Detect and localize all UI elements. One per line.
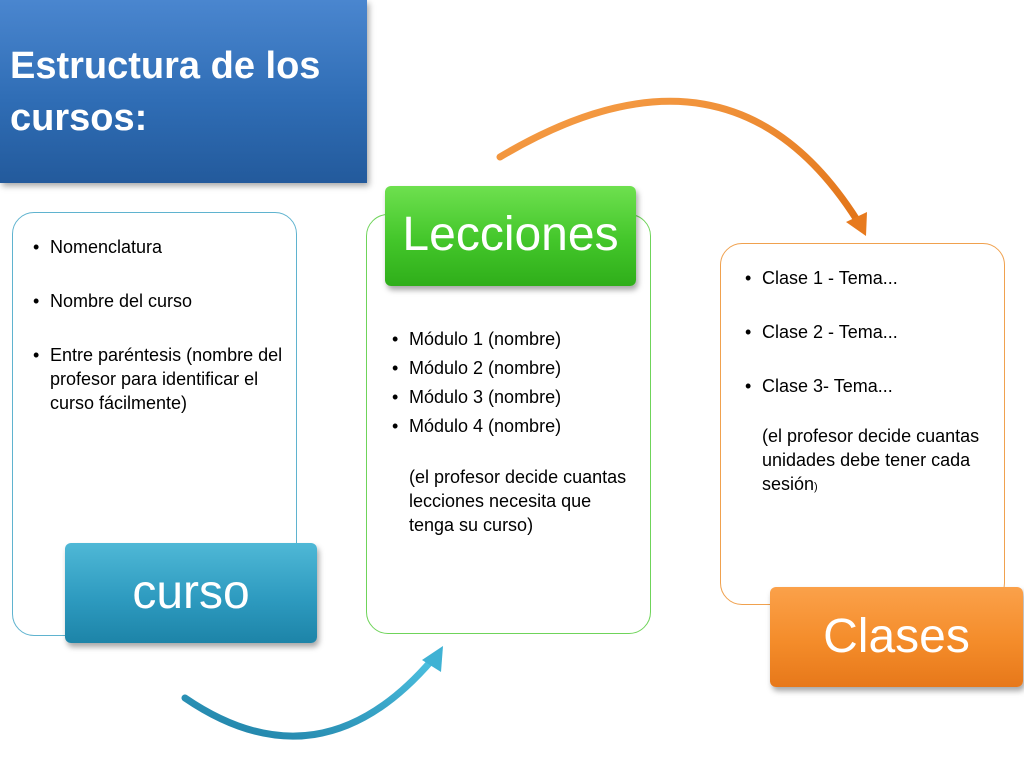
lecciones-item-4: Módulo 4 (nombre) (392, 414, 642, 438)
clases-note: (el profesor decide cuantas unidades deb… (762, 424, 990, 499)
lecciones-item-2: Módulo 2 (nombre) (392, 356, 642, 380)
curso-list: Nomenclatura Nombre del curso Entre paré… (33, 235, 283, 415)
lecciones-item-1: Módulo 1 (nombre) (392, 327, 642, 351)
curso-item-1: Nomenclatura (33, 235, 283, 259)
clases-panel: Clase 1 - Tema... Clase 2 - Tema... Clas… (720, 243, 1005, 605)
arrow-curso-to-lecciones (181, 646, 443, 740)
curso-item-3: Entre paréntesis (nombre del profesor pa… (33, 343, 283, 415)
curso-label: curso (65, 543, 317, 643)
clases-note-text: (el profesor decide cuantas unidades deb… (762, 426, 980, 494)
lecciones-label: Lecciones (385, 186, 636, 286)
title-box: Estructura de los cursos: (0, 0, 367, 183)
clases-item-3: Clase 3- Tema... (745, 374, 995, 398)
curso-item-2: Nombre del curso (33, 289, 283, 313)
slide-title: Estructura de los cursos: (10, 45, 321, 139)
clases-label: Clases (770, 587, 1023, 687)
lecciones-list: Módulo 1 (nombre) Módulo 2 (nombre) Módu… (392, 327, 642, 438)
clases-note-end: ) (814, 481, 818, 493)
clases-item-2: Clase 2 - Tema... (745, 320, 995, 344)
lecciones-note: (el profesor decide cuantas lecciones ne… (409, 467, 627, 535)
lecciones-item-3: Módulo 3 (nombre) (392, 385, 642, 409)
clases-item-1: Clase 1 - Tema... (745, 266, 995, 290)
clases-list: Clase 1 - Tema... Clase 2 - Tema... Clas… (745, 266, 995, 398)
